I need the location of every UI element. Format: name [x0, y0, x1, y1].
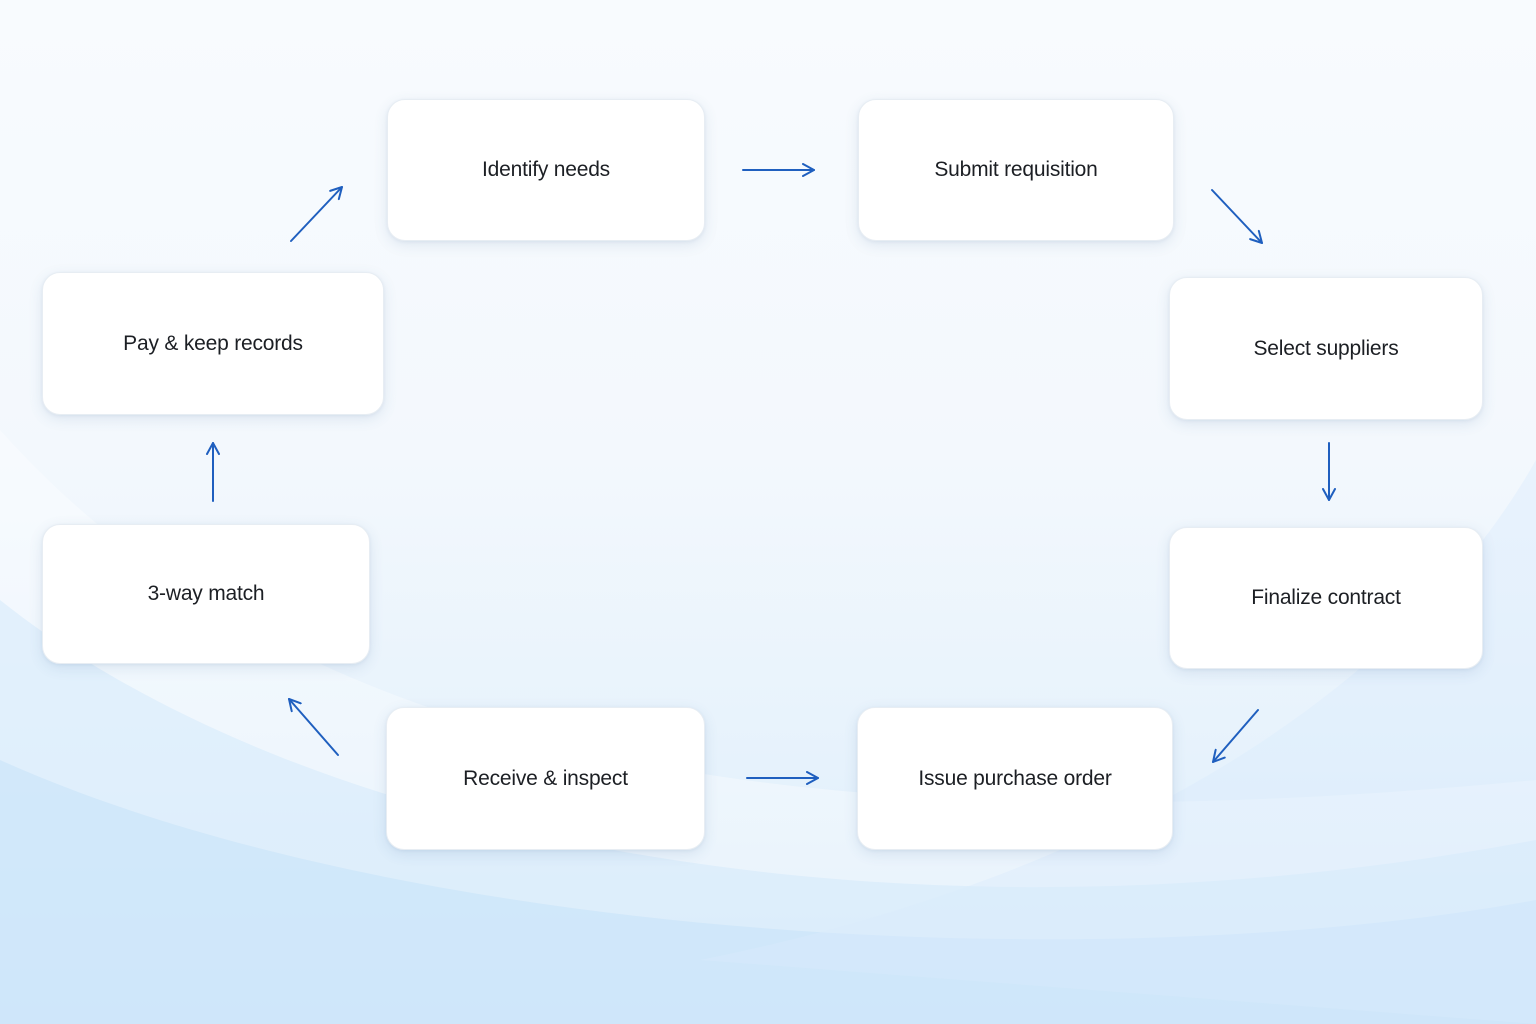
- step-label: Select suppliers: [1253, 336, 1399, 360]
- step-label: Receive & inspect: [463, 766, 628, 790]
- step-receive-inspect: Receive & inspect: [386, 707, 705, 850]
- step-label: Identify needs: [482, 158, 610, 181]
- step-label: Submit requisition: [934, 158, 1098, 181]
- step-label: Finalize contract: [1251, 586, 1401, 609]
- step-label: 3-way match: [147, 582, 265, 605]
- step-issue-purchase-order: Issue purchase order: [857, 707, 1173, 850]
- step-label: Pay & keep records: [123, 331, 303, 355]
- step-identify-needs: Identify needs: [387, 99, 705, 241]
- step-submit-requisition: Submit requisition: [858, 99, 1174, 241]
- step-pay-keep-records: Pay & keep records: [42, 272, 384, 415]
- step-three-way-match: 3-way match: [42, 524, 370, 664]
- step-finalize-contract: Finalize contract: [1169, 527, 1483, 669]
- step-label: Issue purchase order: [918, 766, 1112, 790]
- step-select-suppliers: Select suppliers: [1169, 277, 1483, 420]
